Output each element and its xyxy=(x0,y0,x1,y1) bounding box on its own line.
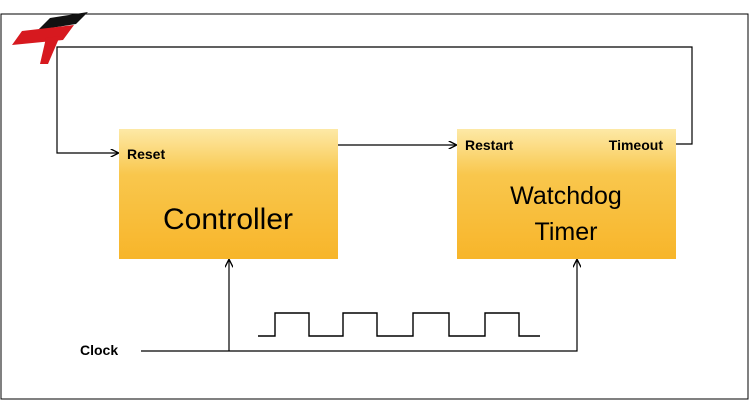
controller-title: Controller xyxy=(163,203,293,236)
clock-label: Clock xyxy=(80,342,118,358)
timeout-feedback-line xyxy=(56,46,693,153)
logo-red-top xyxy=(12,25,74,45)
watchdog-title-line1: Watchdog xyxy=(510,182,622,210)
clock-waveform xyxy=(258,312,540,337)
logo-red-stem xyxy=(40,36,60,64)
frame-border xyxy=(0,13,749,400)
controller-block: Reset Controller xyxy=(119,129,338,259)
logo-black-stripe xyxy=(38,12,88,30)
watchdog-timer-block: Restart Timeout Watchdog Timer xyxy=(457,129,676,259)
watchdog-title-line2: Timer xyxy=(535,218,598,246)
clock-main-line xyxy=(141,260,577,352)
watchdog-restart-label: Restart xyxy=(465,137,514,153)
brand-logo xyxy=(12,12,88,64)
watchdog-timeout-label: Timeout xyxy=(609,137,664,153)
controller-reset-label: Reset xyxy=(127,146,165,162)
